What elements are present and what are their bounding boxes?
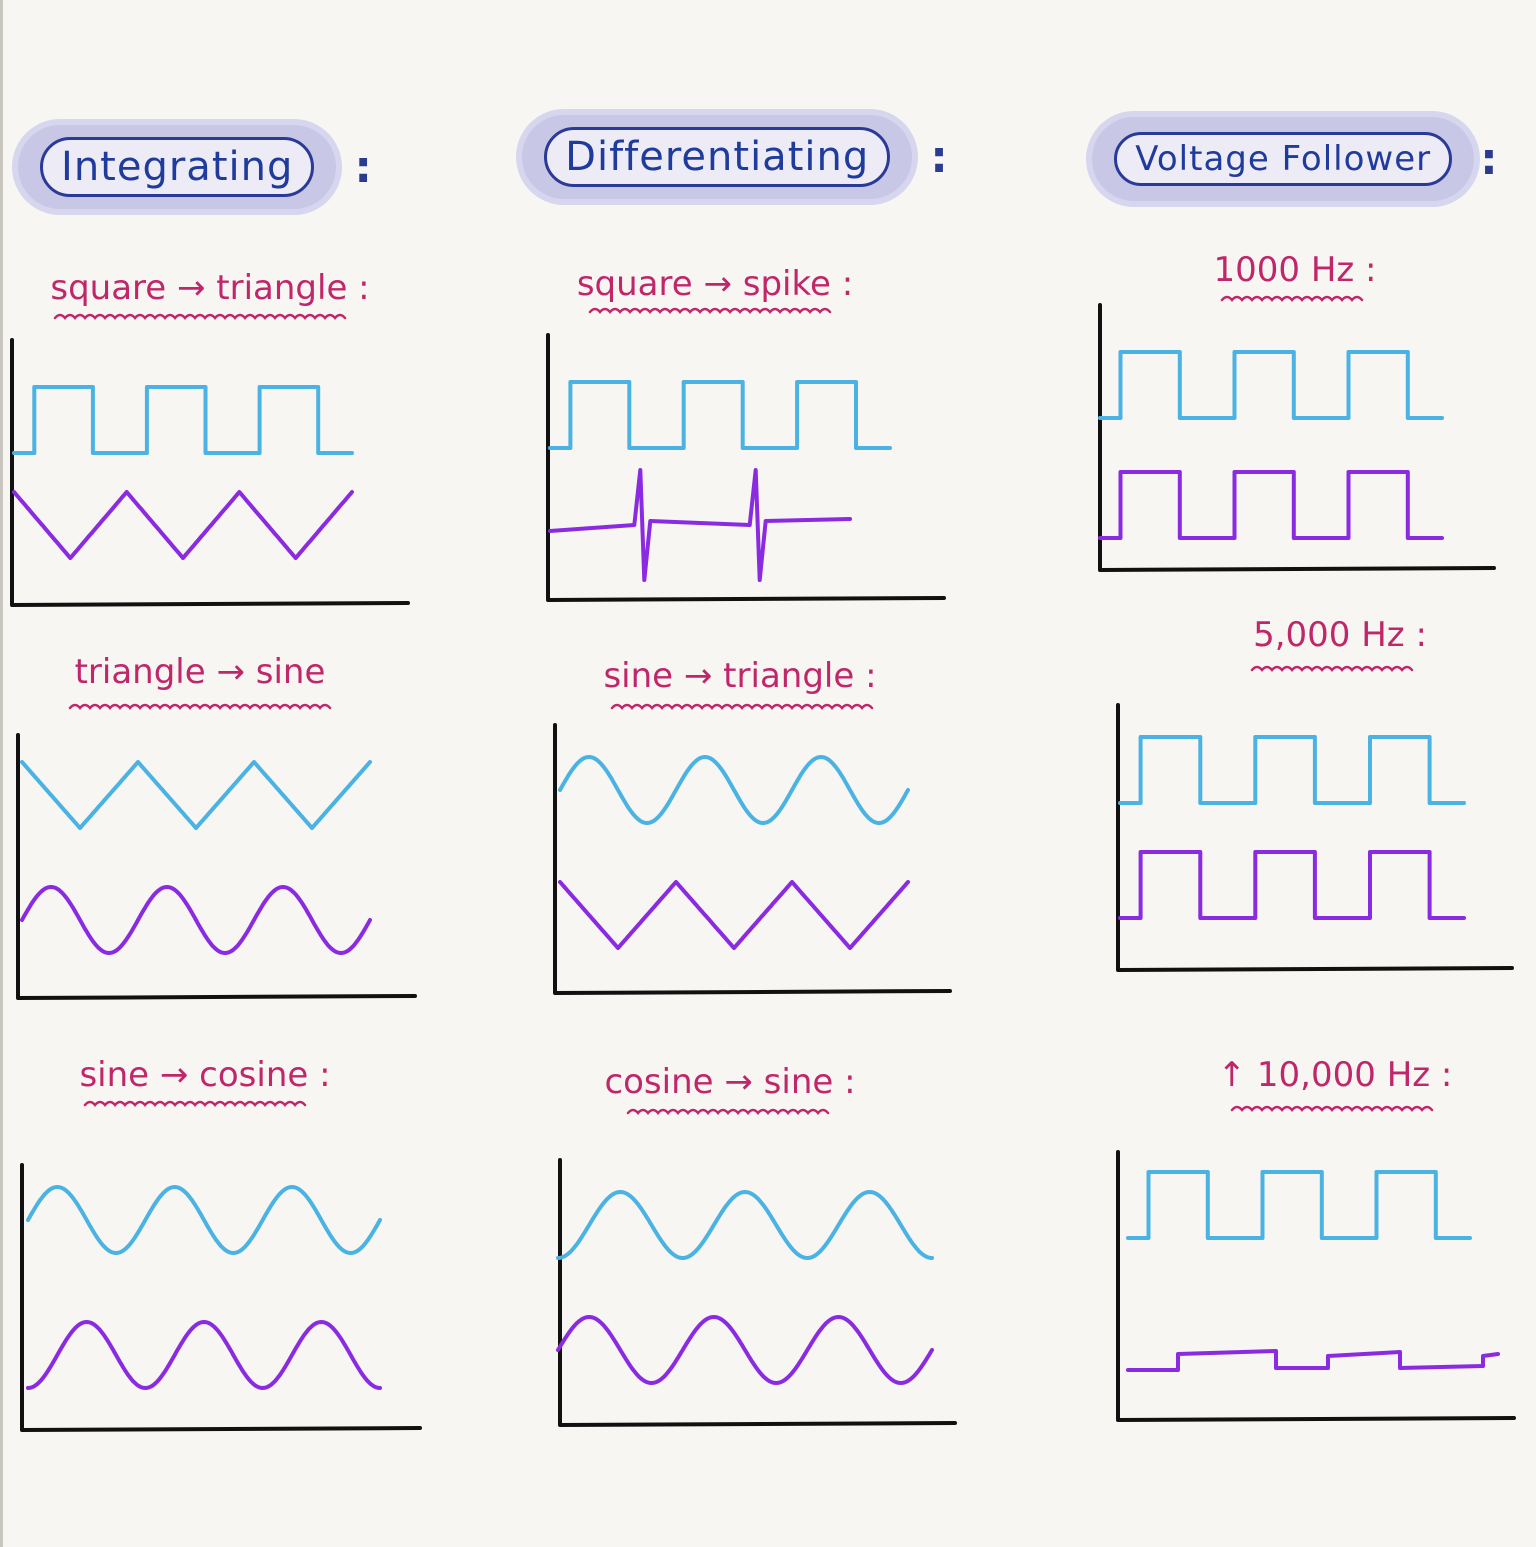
panel-label-text: ↑ 10,000 Hz :	[1217, 1055, 1453, 1095]
header-colon: :	[930, 131, 948, 183]
header-title: Voltage Follower	[1135, 139, 1432, 179]
header-voltage-follower: Voltage Follower :	[1092, 117, 1498, 201]
plot-axes	[558, 1158, 957, 1427]
input-waveform	[1126, 1170, 1472, 1240]
output-waveform	[556, 1315, 934, 1385]
label-underline	[588, 307, 832, 314]
output-waveform	[12, 490, 354, 560]
header-colon: :	[354, 141, 372, 193]
header-integrating: Integrating :	[18, 125, 372, 209]
input-waveform	[26, 1185, 382, 1255]
label-underline	[68, 703, 332, 710]
label-underline	[83, 1100, 307, 1107]
plot-axes	[1116, 703, 1514, 972]
panel-label-text: sine → cosine :	[79, 1055, 331, 1095]
input-waveform	[1098, 350, 1444, 420]
output-waveform	[558, 880, 910, 950]
panel-label-text: 1000 Hz :	[1213, 250, 1377, 290]
plot-axes	[10, 338, 410, 607]
panel-label: sine → cosine :	[60, 1055, 350, 1095]
header-cloud-outline: Voltage Follower	[1114, 132, 1453, 186]
input-waveform	[558, 755, 910, 825]
input-waveform	[20, 760, 372, 830]
header-cloud: Differentiating	[522, 115, 913, 199]
panel-label-text: 5,000 Hz :	[1253, 615, 1427, 655]
output-waveform	[20, 885, 372, 955]
output-waveform	[26, 1320, 382, 1390]
panel-label: 1000 Hz :	[1195, 250, 1395, 290]
output-waveform	[548, 468, 852, 582]
plot-axes	[1098, 303, 1496, 572]
input-waveform	[12, 385, 354, 455]
panel-label-text: sine → triangle :	[603, 656, 877, 696]
output-waveform	[1126, 1349, 1500, 1372]
panel-label: cosine → sine :	[600, 1062, 860, 1102]
header-title: Differentiating	[565, 134, 870, 180]
plot-axes	[553, 723, 952, 995]
panel-label: sine → triangle :	[590, 656, 890, 696]
output-waveform	[1118, 850, 1466, 920]
header-cloud-outline: Integrating	[40, 137, 315, 197]
header-cloud-outline: Differentiating	[544, 127, 891, 187]
panel-label: 5,000 Hz :	[1225, 615, 1455, 655]
label-underline	[610, 703, 874, 710]
header-colon: :	[1480, 133, 1498, 185]
label-underline	[1220, 295, 1364, 302]
panel-label: ↑ 10,000 Hz :	[1200, 1055, 1470, 1095]
label-underline	[1250, 665, 1414, 672]
plot-axes	[1116, 1150, 1516, 1422]
label-underline	[53, 313, 347, 320]
header-differentiating: Differentiating :	[522, 115, 948, 199]
label-underline	[626, 1108, 830, 1115]
panel-label: square → triangle :	[40, 268, 380, 308]
input-waveform	[556, 1190, 934, 1260]
panel-label-text: triangle → sine	[74, 652, 326, 692]
plot-axes	[546, 333, 946, 602]
plot-axes	[16, 733, 417, 1000]
panel-label: triangle → sine	[40, 652, 360, 692]
header-cloud: Integrating	[18, 125, 337, 209]
input-waveform	[548, 380, 892, 450]
header-title: Integrating	[61, 144, 294, 190]
header-cloud: Voltage Follower	[1092, 117, 1475, 201]
output-waveform	[1098, 470, 1444, 540]
page-edge	[0, 0, 3, 1547]
panel-label: square → spike :	[570, 264, 860, 304]
input-waveform	[1118, 735, 1466, 805]
panel-label-text: cosine → sine :	[604, 1062, 856, 1102]
label-underline	[1230, 1105, 1434, 1112]
panel-label-text: square → triangle :	[50, 268, 370, 308]
panel-label-text: square → spike :	[576, 264, 854, 304]
plot-axes	[20, 1163, 422, 1432]
